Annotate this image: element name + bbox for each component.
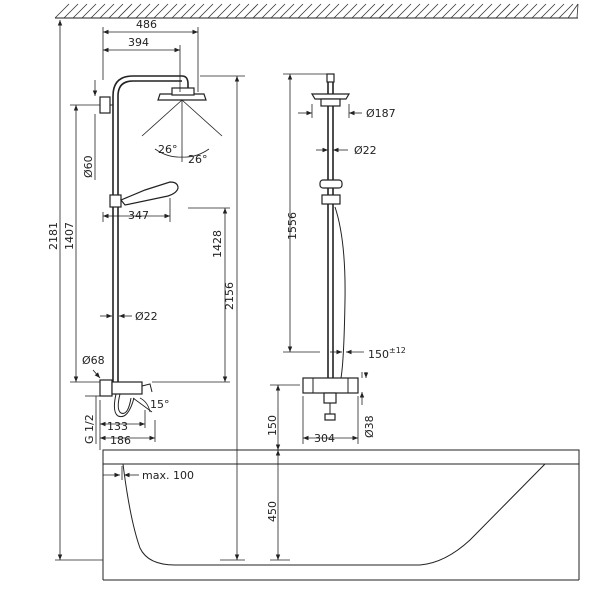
- dim-1428: 1428: [211, 230, 224, 258]
- dim-186: 186: [110, 434, 131, 447]
- hatch-line: [72, 3, 88, 19]
- hatch-line: [333, 3, 349, 19]
- dim-2181: 2181: [47, 222, 60, 250]
- hatch-line: [108, 3, 124, 19]
- dim-1407: 1407: [63, 222, 76, 250]
- dim-max-100: max. 100: [142, 469, 194, 482]
- hatch-line: [207, 3, 223, 19]
- hatch-line: [243, 3, 259, 19]
- hatch-line: [54, 3, 70, 19]
- hatch-line: [117, 3, 133, 19]
- hatch-line: [234, 3, 250, 19]
- hatch-line: [288, 3, 304, 19]
- hatch-line: [252, 3, 268, 19]
- hatch-line: [126, 3, 142, 19]
- hatch-line: [99, 3, 115, 19]
- hatch-line: [135, 3, 151, 19]
- ceiling-hatch: [54, 3, 579, 19]
- hatch-line: [549, 3, 565, 19]
- dim-1556: 1556: [286, 212, 299, 240]
- hatch-line: [567, 3, 579, 19]
- angle-15: 15°: [150, 398, 170, 411]
- dim-486: 486: [136, 18, 157, 31]
- hatch-line: [342, 3, 358, 19]
- hatch-line: [513, 3, 529, 19]
- dimension-labels: 486 394 Ø60 26° 26° 347 1428 2181 1407 2…: [47, 18, 406, 522]
- hatch-line: [360, 3, 376, 19]
- dim-150-tol: 150±12: [368, 346, 406, 361]
- hatch-line: [558, 3, 574, 19]
- dim-22-right: Ø22: [354, 144, 377, 157]
- hatch-line: [495, 3, 511, 19]
- hatch-line: [225, 3, 241, 19]
- dim-150: 150: [266, 415, 279, 436]
- hatch-line: [297, 3, 313, 19]
- hatch-line: [576, 3, 579, 19]
- dim-133: 133: [107, 420, 128, 433]
- dim-304: 304: [314, 432, 335, 445]
- dimension-lines: [55, 20, 369, 561]
- hatch-line: [477, 3, 493, 19]
- bathtub: [102, 449, 580, 581]
- hatch-line: [531, 3, 547, 19]
- right-front-view: [302, 73, 359, 421]
- hatch-line: [369, 3, 385, 19]
- hatch-line: [423, 3, 439, 19]
- hatch-line: [198, 3, 214, 19]
- left-side-view: [99, 75, 223, 418]
- hatch-line: [378, 3, 394, 19]
- dim-187: Ø187: [366, 107, 396, 120]
- hatch-line: [306, 3, 322, 19]
- hatch-line: [324, 3, 340, 19]
- dim-394: 394: [128, 36, 149, 49]
- hatch-line: [540, 3, 556, 19]
- dim-22-left: Ø22: [135, 310, 158, 323]
- hatch-line: [153, 3, 169, 19]
- hatch-line: [63, 3, 79, 19]
- dim-450: 450: [266, 501, 279, 522]
- hatch-line: [81, 3, 97, 19]
- hatch-line: [351, 3, 367, 19]
- hatch-line: [414, 3, 430, 19]
- thread-g12: G 1/2: [83, 414, 96, 444]
- hatch-line: [432, 3, 448, 19]
- hatch-line: [468, 3, 484, 19]
- hatch-line: [171, 3, 187, 19]
- hatch-line: [396, 3, 412, 19]
- angle-26-a: 26°: [158, 143, 178, 156]
- hatch-line: [180, 3, 196, 19]
- hatch-line: [279, 3, 295, 19]
- hatch-line: [90, 3, 106, 19]
- hatch-line: [216, 3, 232, 19]
- hatch-line: [441, 3, 457, 19]
- hatch-line: [189, 3, 205, 19]
- dim-38: Ø38: [363, 415, 376, 438]
- dim-150-tolerance: ±12: [389, 346, 406, 355]
- dim-68: Ø68: [82, 354, 105, 367]
- angle-26-b: 26°: [188, 153, 208, 166]
- hatch-line: [144, 3, 160, 19]
- hatch-line: [405, 3, 421, 19]
- hatch-line: [270, 3, 286, 19]
- hatch-line: [522, 3, 538, 19]
- dim-60: Ø60: [82, 155, 95, 178]
- dim-2156: 2156: [223, 282, 236, 310]
- hatch-line: [450, 3, 466, 19]
- hatch-line: [504, 3, 520, 19]
- hatch-line: [486, 3, 502, 19]
- hatch-line: [387, 3, 403, 19]
- hatch-line: [315, 3, 331, 19]
- hatch-line: [261, 3, 277, 19]
- hatch-line: [459, 3, 475, 19]
- hatch-line: [162, 3, 178, 19]
- dim-347: 347: [128, 209, 149, 222]
